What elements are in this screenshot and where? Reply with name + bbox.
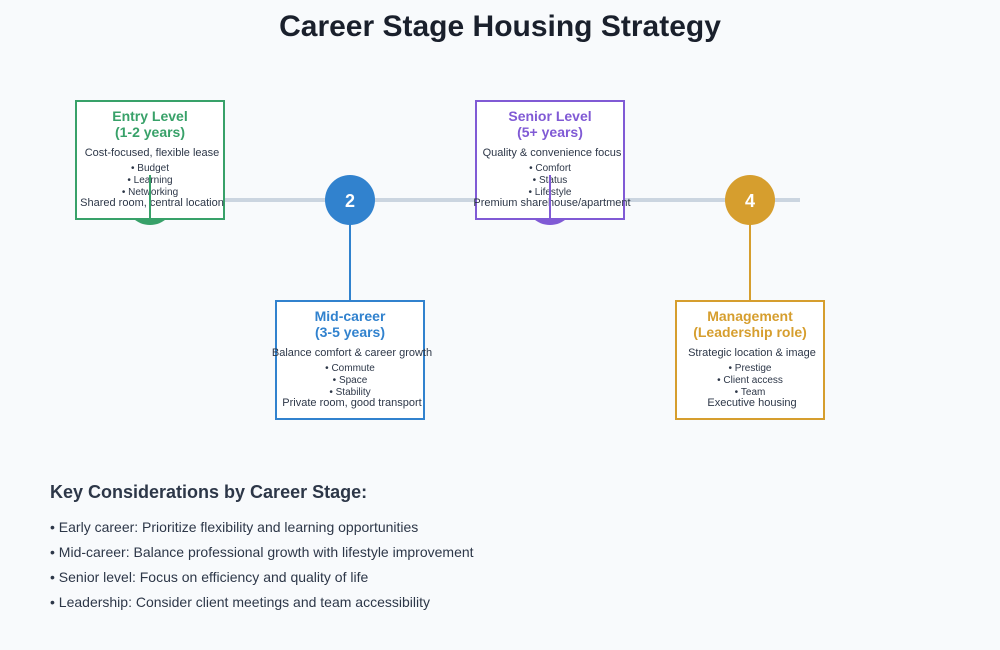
stage-2-box: Mid-career (3-5 years) Balance comfort &… <box>272 300 432 420</box>
stage-1-heading: Entry Level (1-2 years) <box>77 108 223 140</box>
stage-4-title: Management <box>707 308 793 324</box>
stage-4-focus: Strategic location & image <box>688 347 816 359</box>
stage-4-point: Client access <box>677 375 823 387</box>
consideration-item: Senior level: Focus on efficiency and qu… <box>50 565 950 590</box>
stage-4-point: Team <box>677 387 823 399</box>
stage-3-housing: Premium sharehouse/apartment <box>473 197 631 209</box>
stage-1-box: Entry Level (1-2 years) Cost-focused, fl… <box>75 100 225 220</box>
stage-1-point: Budget <box>77 163 223 175</box>
stage-2-heading: Mid-career (3-5 years) <box>277 308 423 340</box>
stage-2-focus: Balance comfort & career growth <box>271 347 433 359</box>
considerations-list: Early career: Prioritize flexibility and… <box>50 515 950 615</box>
stage-4-housing: Executive housing <box>707 397 797 409</box>
stage-4-point: Prestige <box>677 363 823 375</box>
stage-2-number: 2 <box>345 191 355 211</box>
timeline-diagram: 1 2 3 4 <box>125 175 800 300</box>
stage-1-duration: (1-2 years) <box>114 124 186 140</box>
stage-1-title: Entry Level <box>112 108 188 124</box>
stage-1-points: Budget Learning Networking <box>77 163 223 199</box>
stage-3-heading: Senior Level (5+ years) <box>477 108 623 140</box>
considerations-heading: Key Considerations by Career Stage: <box>50 482 368 502</box>
stage-1-housing: Shared room, central location <box>80 197 224 209</box>
key-considerations: Key Considerations by Career Stage: Earl… <box>50 482 950 615</box>
stage-3-point: Comfort <box>477 163 623 175</box>
stage-3-duration: (5+ years) <box>517 124 583 140</box>
stage-3-point: Lifestyle <box>477 187 623 199</box>
stage-2-point: Space <box>277 375 423 387</box>
stage-2-title: Mid-career <box>314 308 386 324</box>
stage-2-marker <box>325 175 375 225</box>
stage-4-points: Prestige Client access Team <box>677 363 823 399</box>
diagram-title: Career Stage Housing Strategy <box>279 10 721 43</box>
stage-4-duration: (Leadership role) <box>693 324 807 340</box>
stage-1-point: Networking <box>77 187 223 199</box>
consideration-item: Mid-career: Balance professional growth … <box>50 540 950 565</box>
stage-2-points: Commute Space Stability <box>277 363 423 399</box>
stage-4-marker <box>725 175 775 225</box>
consideration-item: Early career: Prioritize flexibility and… <box>50 515 950 540</box>
stage-2-housing: Private room, good transport <box>282 397 422 409</box>
stage-4-heading: Management (Leadership role) <box>677 308 823 340</box>
consideration-item: Leadership: Consider client meetings and… <box>50 590 950 615</box>
stage-2-point: Stability <box>277 387 423 399</box>
stage-3-points: Comfort Status Lifestyle <box>477 163 623 199</box>
stage-1-focus: Cost-focused, flexible lease <box>84 147 220 159</box>
stage-3-title: Senior Level <box>508 108 592 124</box>
stage-4-number: 4 <box>745 191 755 211</box>
stage-1-point: Learning <box>77 175 223 187</box>
stage-3-box: Senior Level (5+ years) Quality & conven… <box>473 100 631 220</box>
stage-3-focus: Quality & convenience focus <box>482 147 622 159</box>
stage-2-duration: (3-5 years) <box>314 324 386 340</box>
stage-2-point: Commute <box>277 363 423 375</box>
stage-3-point: Status <box>477 175 623 187</box>
stage-4-box: Management (Leadership role) Strategic l… <box>675 300 825 420</box>
